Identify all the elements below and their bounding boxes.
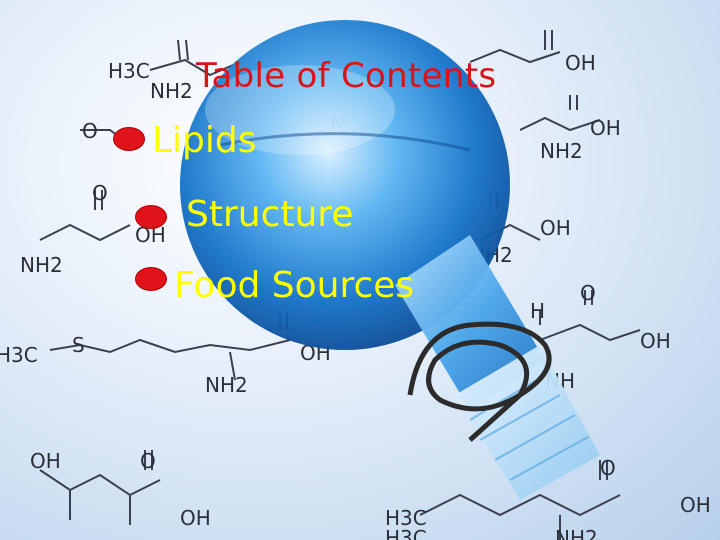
slide-title: Table of Contents <box>196 56 497 96</box>
svg-text:S: S <box>72 333 85 357</box>
svg-text:O: O <box>82 119 98 143</box>
bullet-icon <box>136 268 166 290</box>
svg-text:NH2: NH2 <box>555 526 598 540</box>
svg-text:O: O <box>580 281 596 305</box>
bullet-icon <box>114 128 144 150</box>
svg-text:NH2: NH2 <box>150 79 193 103</box>
toc-item-structure: Structure <box>186 194 354 235</box>
svg-text:OH: OH <box>30 449 61 473</box>
structure-lines <box>39 30 641 540</box>
svg-text:H: H <box>530 299 545 323</box>
toc-item-lipids: Lipids <box>152 120 257 161</box>
svg-text:OH: OH <box>640 329 671 353</box>
flask-illustration <box>180 20 600 500</box>
svg-text:OH: OH <box>540 216 571 240</box>
svg-text:OH: OH <box>180 506 211 530</box>
svg-text:O: O <box>140 449 156 473</box>
svg-text:OH: OH <box>565 51 596 75</box>
toc-item-food-sources: Food Sources <box>174 265 415 306</box>
svg-text:H3C: H3C <box>385 526 427 540</box>
svg-text:OH: OH <box>680 493 711 517</box>
formula-labels: H3C NH2 OH O N NH2 OH O NH2 OH OH NH2 H3… <box>0 51 711 540</box>
svg-text:H3C: H3C <box>108 59 150 83</box>
svg-text:H3C: H3C <box>385 506 427 530</box>
svg-text:H3C: H3C <box>0 343 38 367</box>
svg-text:NH2: NH2 <box>20 253 63 277</box>
svg-text:OH: OH <box>590 116 621 140</box>
bullet-icon <box>136 206 166 228</box>
svg-text:NH2: NH2 <box>205 373 248 397</box>
svg-text:O: O <box>92 181 108 205</box>
svg-text:O: O <box>600 456 616 480</box>
svg-text:NH2: NH2 <box>540 139 583 163</box>
